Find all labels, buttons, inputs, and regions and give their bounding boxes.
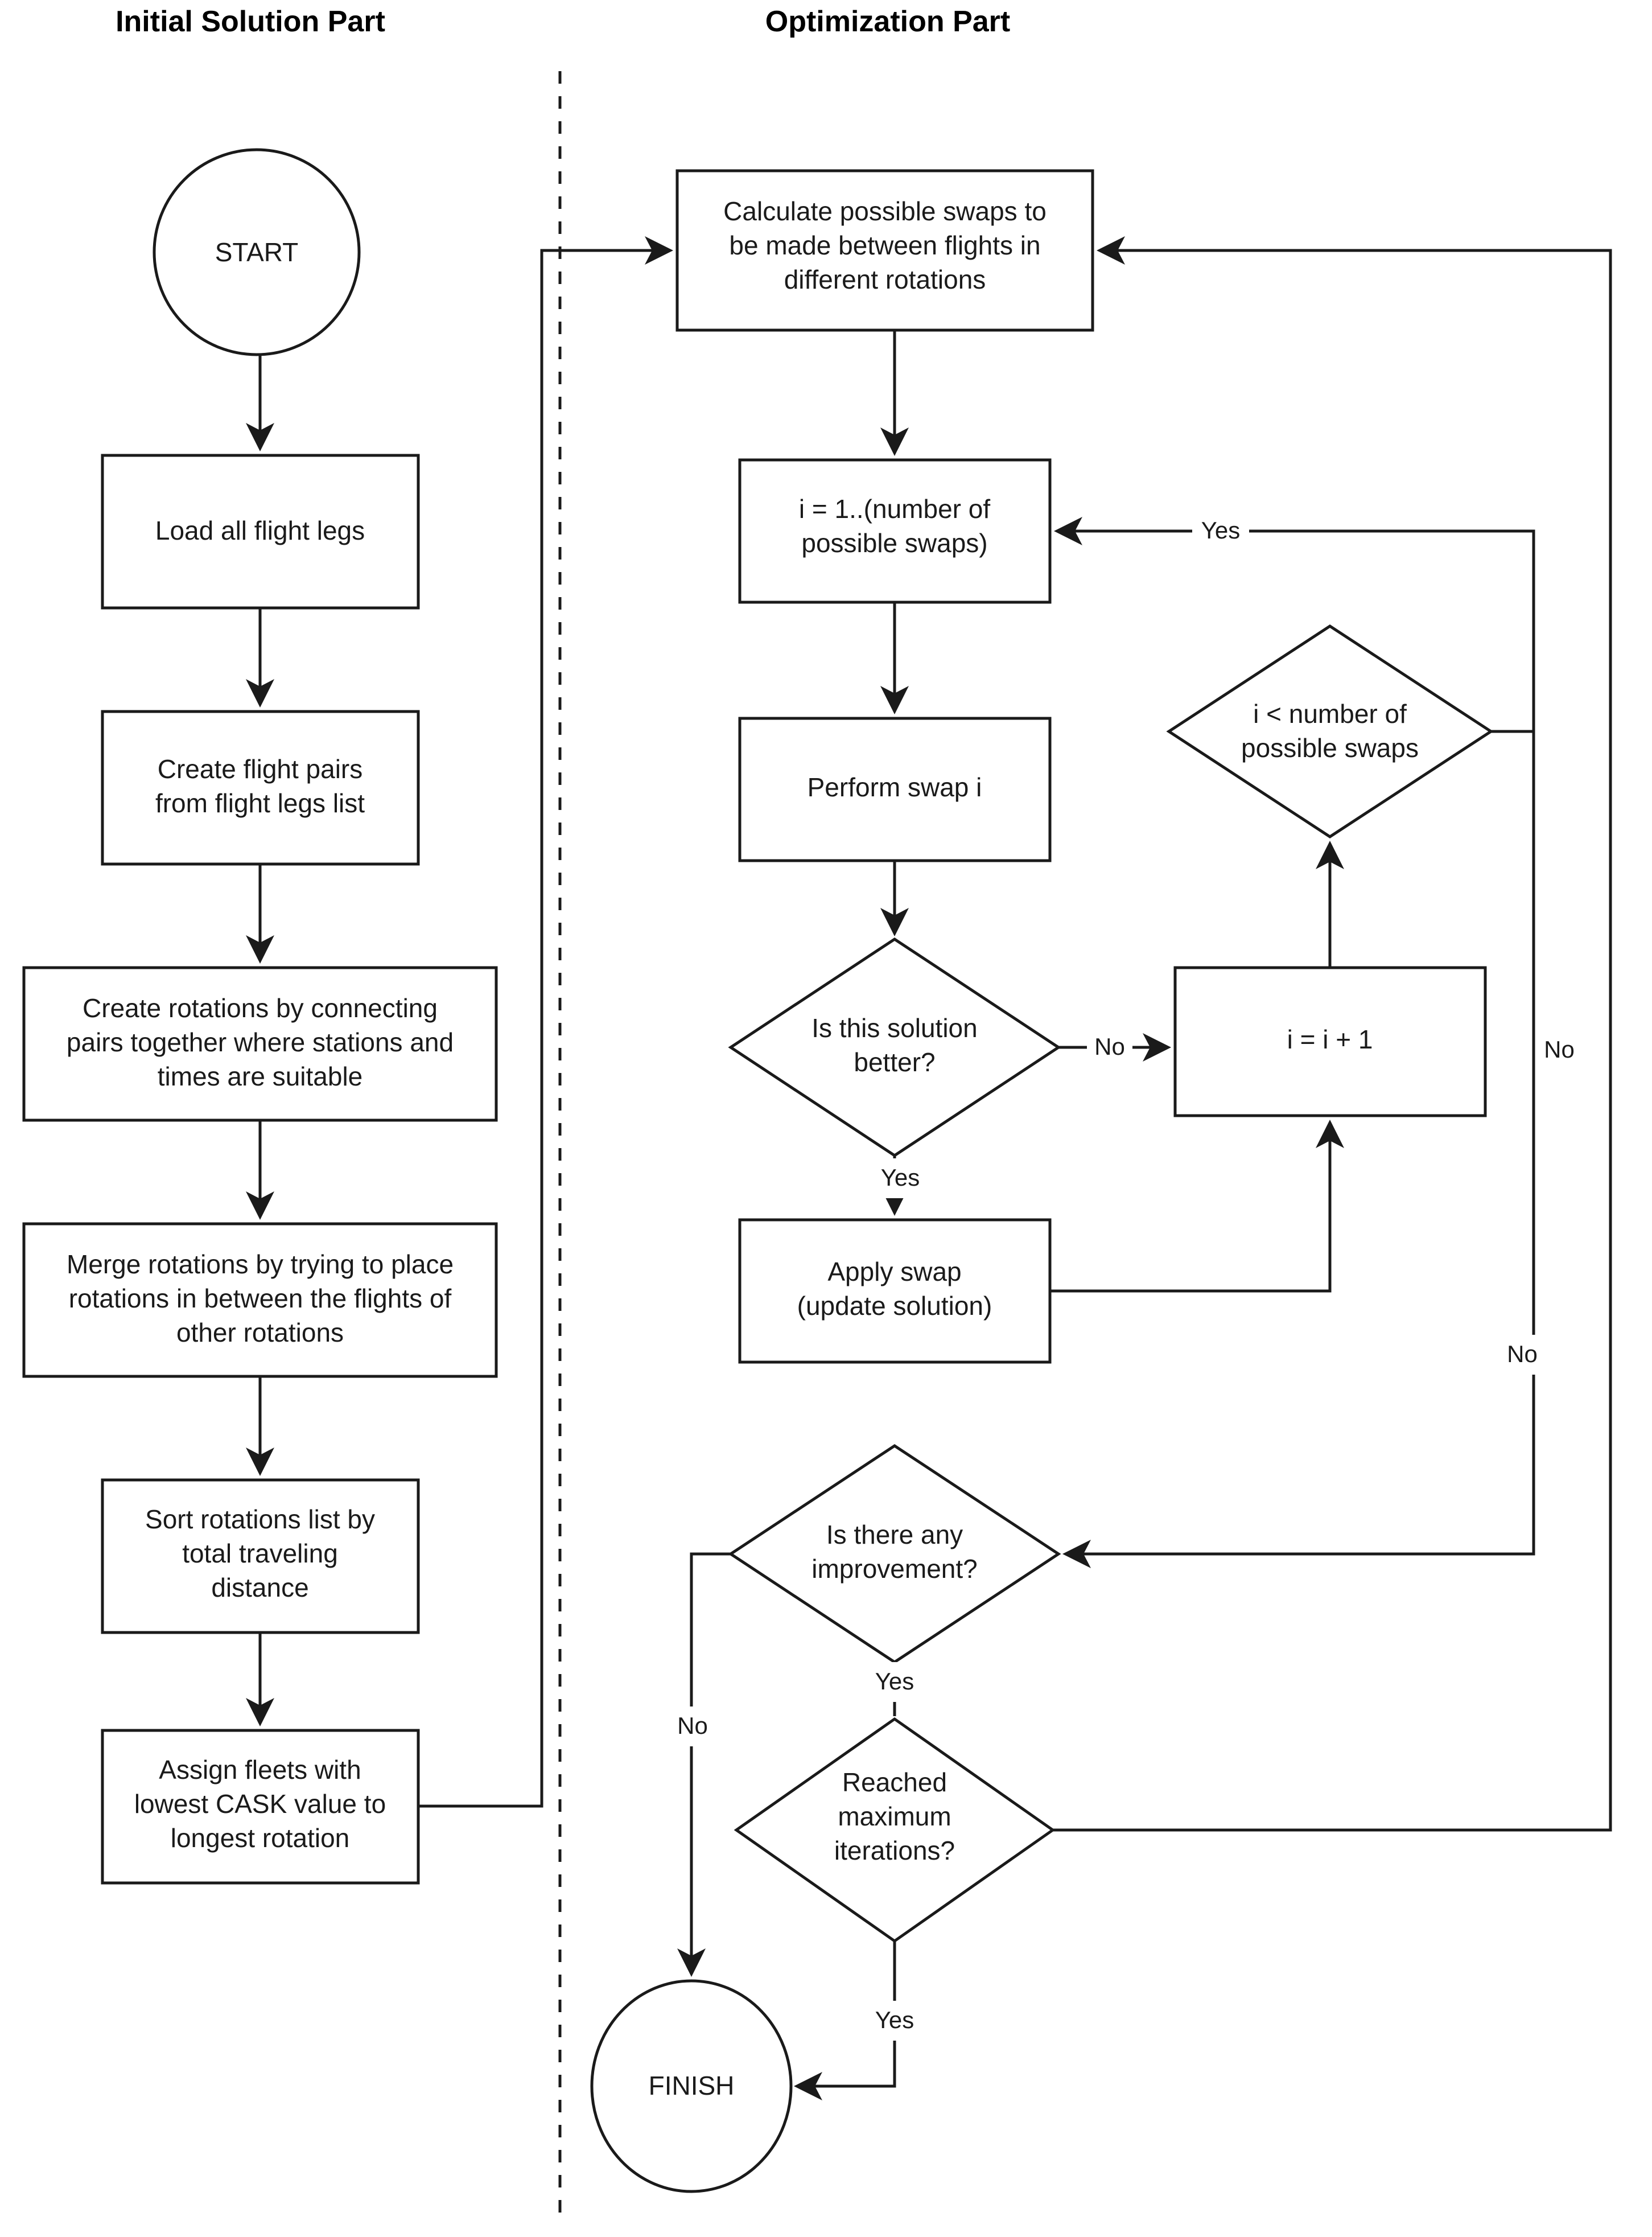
node-calculate-swaps-line2: be made between flights in: [729, 231, 1040, 260]
node-max-iterations-line1: Reached: [842, 1767, 947, 1797]
node-sort-rotations-line1: Sort rotations list by: [145, 1504, 375, 1534]
node-load-flight-legs-label: Load all flight legs: [155, 516, 365, 545]
edge-maxiter-no-to-calc: [1053, 236, 1612, 1832]
node-is-improvement-line1: Is there any: [826, 1520, 963, 1549]
edge-label-bg-iless-no: [1536, 1030, 1582, 1070]
node-assign-fleets-line3: longest rotation: [171, 1823, 350, 1853]
edge-improvement-no-to-finish: [677, 1552, 731, 1977]
node-i-less-than-line1: i < number of: [1253, 699, 1407, 729]
node-apply-swap: [738, 1218, 1052, 1364]
edge-label-maxiter-no: No: [1507, 1340, 1538, 1367]
node-create-rotations: [22, 966, 498, 1122]
node-calculate-swaps-line3: different rotations: [784, 265, 986, 294]
edge-maxiter-yes-to-finish: [794, 1941, 896, 2100]
node-perform-swap-label: Perform swap i: [808, 772, 982, 802]
node-calculate-swaps: [675, 169, 1094, 332]
node-loop-init-line1: i = 1..(number of: [799, 494, 990, 524]
node-assign-fleets-line2: lowest CASK value to: [134, 1789, 386, 1819]
title-optimization-part: Optimization Part: [765, 5, 1010, 38]
node-start-label: START: [215, 237, 299, 267]
node-is-better-line2: better?: [854, 1047, 935, 1077]
edge-iless-no-to-improvement: [1062, 730, 1535, 1568]
node-create-flight-pairs-line2: from flight legs list: [155, 788, 365, 818]
node-create-flight-pairs: [101, 710, 420, 866]
edge-label-bg-maxiter-yes: [866, 2001, 923, 2041]
node-max-iterations-line2: maximum: [838, 1802, 951, 1831]
node-sort-rotations-line2: total traveling: [182, 1539, 338, 1568]
node-create-flight-pairs-line1: Create flight pairs: [158, 754, 363, 784]
node-load-flight-legs: [101, 454, 420, 610]
edge-label-bg-iless-yes: [1192, 511, 1249, 551]
node-merge-rotations-line2: rotations in between the flights of: [69, 1284, 452, 1313]
node-increment-i-label: i = i + 1: [1287, 1025, 1373, 1054]
edge-assign-to-calc-swaps: [418, 236, 673, 1808]
node-start: [153, 148, 361, 356]
edge-label-improvement-yes: Yes: [875, 1668, 914, 1695]
node-apply-swap-line2: (update solution): [797, 1291, 992, 1321]
node-merge-rotations: [22, 1222, 498, 1378]
node-finish-label: FINISH: [649, 2071, 735, 2100]
edge-label-bg-maxiter-no: [1499, 1335, 1545, 1375]
node-apply-swap-line1: Apply swap: [827, 1257, 961, 1286]
node-finish: [590, 1979, 793, 2193]
edge-label-bg-isbetter-yes: [872, 1158, 929, 1198]
edge-label-iless-yes: Yes: [1201, 517, 1241, 544]
edge-label-improvement-no: No: [677, 1712, 708, 1739]
node-max-iterations-line3: iterations?: [834, 1836, 955, 1865]
edge-label-bg-improvement-yes: [866, 1662, 923, 1702]
node-create-rotations-line3: times are suitable: [158, 1062, 363, 1091]
node-merge-rotations-line3: other rotations: [176, 1318, 344, 1347]
node-assign-fleets: [101, 1729, 420, 1885]
edge-label-iless-no: No: [1544, 1036, 1575, 1063]
node-sort-rotations: [101, 1478, 420, 1634]
edge-label-isbetter-yes: Yes: [881, 1164, 920, 1191]
edge-label-bg-isbetter-no: [1087, 1027, 1132, 1067]
node-merge-rotations-line1: Merge rotations by trying to place: [67, 1249, 454, 1279]
node-assign-fleets-line1: Assign fleets with: [159, 1755, 361, 1784]
node-increment-i: [1173, 966, 1487, 1117]
node-i-less-than: [1166, 624, 1494, 838]
edge-label-bg-improvement-no: [670, 1706, 715, 1746]
node-loop-init: [738, 458, 1052, 604]
edge-label-isbetter-no: No: [1094, 1033, 1125, 1060]
node-sort-rotations-line3: distance: [211, 1573, 308, 1602]
node-create-rotations-line2: pairs together where stations and: [67, 1027, 454, 1057]
edge-label-maxiter-yes: Yes: [875, 2006, 914, 2033]
node-create-rotations-line1: Create rotations by connecting: [83, 993, 438, 1023]
title-initial-solution-part: Initial Solution Part: [116, 5, 385, 38]
node-i-less-than-line2: possible swaps: [1241, 733, 1419, 763]
node-is-better-line1: Is this solution: [811, 1013, 977, 1043]
node-is-improvement-line2: improvement?: [811, 1554, 977, 1584]
edge-applyswap-to-increment: [1050, 1120, 1344, 1293]
node-loop-init-line2: possible swaps): [801, 528, 987, 558]
node-calculate-swaps-line1: Calculate possible swaps to: [723, 196, 1047, 226]
